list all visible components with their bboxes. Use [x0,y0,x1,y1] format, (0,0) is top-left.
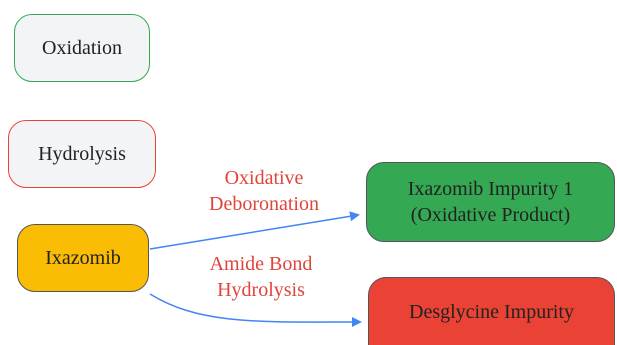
node-ixazomib: Ixazomib [17,224,149,292]
node-ixazomib-label: Ixazomib [45,247,121,269]
legend-hydrolysis-label: Hydrolysis [38,143,126,165]
legend-node-hydrolysis: Hydrolysis [8,120,156,188]
node-impurity-1-label: Ixazomib Impurity 1 (Oxidative Product) [407,178,574,226]
edge-label-amide-bond-hydrolysis: Amide Bond Hydrolysis [209,253,313,301]
edge-label-oxidative-deboronation: Oxidative Deboronation [209,167,319,215]
legend-node-oxidation: Oxidation [14,14,150,82]
node-desglycine-label: Desglycine Impurity [409,300,574,323]
legend-oxidation-label: Oxidation [42,37,122,59]
edge-amide-bond-hydrolysis [149,293,362,328]
edge-oxidative-deboronation [149,211,360,250]
node-desglycine-impurity: Desglycine Impurity [368,277,615,345]
node-impurity-1: Ixazomib Impurity 1 (Oxidative Product) [366,162,615,242]
